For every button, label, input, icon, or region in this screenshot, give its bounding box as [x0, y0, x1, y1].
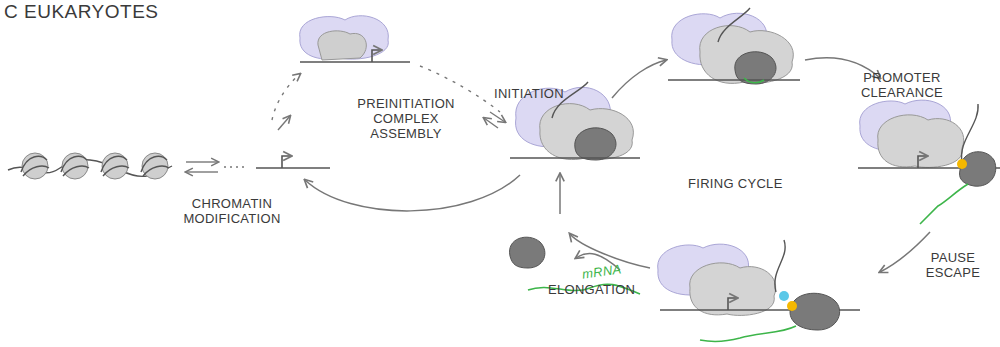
step-label: CHROMATIN MODIFICATION: [172, 196, 292, 226]
transcript-label: mRNA: [581, 261, 622, 281]
panel-letter: C: [4, 2, 18, 22]
step-label: PAUSE ESCAPE: [918, 250, 988, 280]
step-label: ELONGATION: [548, 282, 635, 297]
step-label: INITIATION: [494, 86, 564, 101]
step-label: PROMOTER CLEARANCE: [852, 70, 952, 100]
cycle-label: FIRING CYCLE: [688, 176, 783, 191]
step-label: PREINITIATION COMPLEX ASSEMBLY: [336, 96, 476, 141]
panel-title: EUKARYOTES: [24, 2, 159, 22]
